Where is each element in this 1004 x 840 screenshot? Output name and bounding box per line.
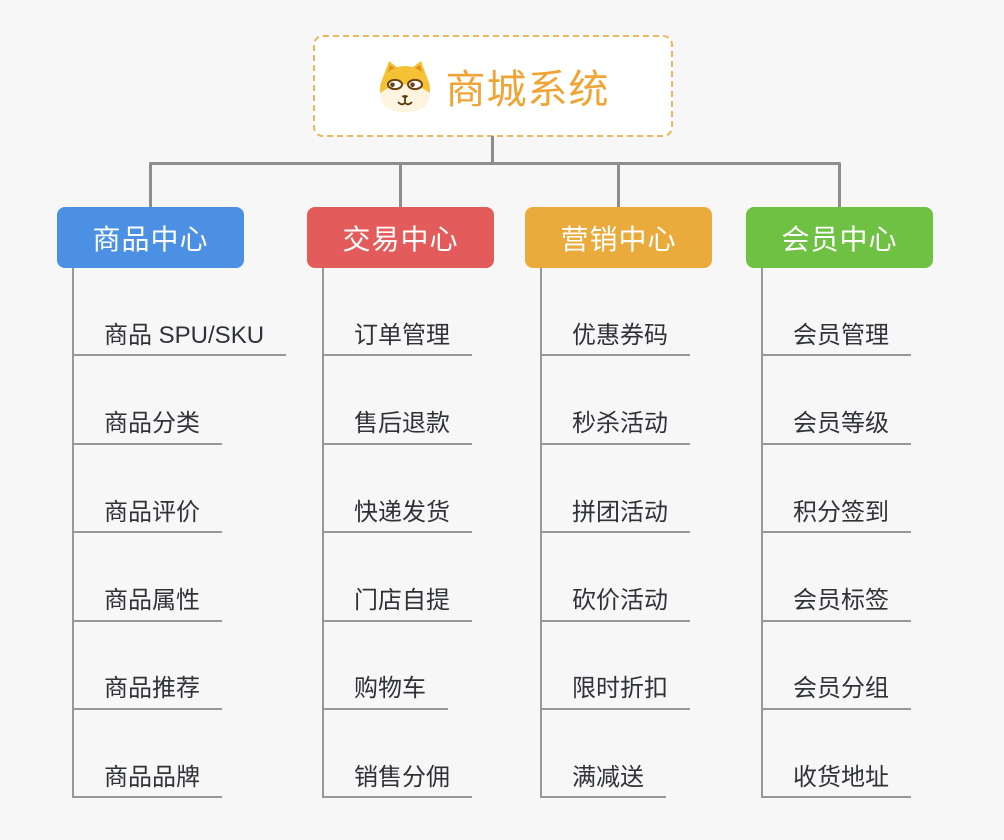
child-topic[interactable]: 优惠券码 xyxy=(542,322,690,357)
branch-children: 会员管理 会员等级 积分签到 会员标签 会员分组 收货地址 xyxy=(761,268,996,799)
branch-topic-product[interactable]: 商品中心 xyxy=(57,207,244,268)
child-topic-row: 快递发货 xyxy=(324,445,557,534)
child-topic-row: 订单管理 xyxy=(324,268,557,357)
child-topic-row: 拼团活动 xyxy=(542,445,775,534)
child-topic-row: 会员标签 xyxy=(763,533,996,622)
connector-drop-3 xyxy=(617,163,620,207)
child-topic[interactable]: 会员分组 xyxy=(763,675,911,710)
shiba-dog-icon xyxy=(377,58,433,114)
child-topic[interactable]: 会员管理 xyxy=(763,322,911,357)
branch-children: 优惠券码 秒杀活动 拼团活动 砍价活动 限时折扣 满减送 xyxy=(540,268,775,799)
child-topic-row: 砍价活动 xyxy=(542,533,775,622)
child-topic[interactable]: 售后退款 xyxy=(324,410,472,445)
child-topic-row: 收货地址 xyxy=(763,710,996,799)
connector-horizontal xyxy=(149,162,841,165)
child-topic-row: 门店自提 xyxy=(324,533,557,622)
connector-drop-1 xyxy=(149,163,152,207)
child-topic-row: 商品推荐 xyxy=(74,622,307,710)
child-topic-row: 会员等级 xyxy=(763,356,996,445)
child-topic[interactable]: 会员等级 xyxy=(763,410,911,445)
child-topic-row: 销售分佣 xyxy=(324,710,557,799)
child-topic[interactable]: 门店自提 xyxy=(324,587,472,622)
branch-column-trade: 交易中心 订单管理 售后退款 快递发货 门店自提 购物车 销售分佣 xyxy=(307,207,557,799)
connector-drop-4 xyxy=(838,163,841,207)
child-topic[interactable]: 商品分类 xyxy=(74,410,222,445)
child-topic[interactable]: 销售分佣 xyxy=(324,764,472,799)
child-topic-row: 满减送 xyxy=(542,710,775,799)
connector-root-stem xyxy=(491,136,494,163)
connector-drop-2 xyxy=(399,163,402,207)
child-topic[interactable]: 商品评价 xyxy=(74,499,222,534)
root-topic[interactable]: 商城系统 xyxy=(313,35,673,137)
child-topic-row: 积分签到 xyxy=(763,445,996,534)
child-topic-row: 购物车 xyxy=(324,622,557,710)
child-topic-row: 会员分组 xyxy=(763,622,996,710)
branch-column-product: 商品中心 商品 SPU/SKU 商品分类 商品评价 商品属性 商品推荐 商品品牌 xyxy=(57,207,307,799)
branch-topic-trade[interactable]: 交易中心 xyxy=(307,207,494,268)
child-topic[interactable]: 满减送 xyxy=(542,764,666,799)
branch-topic-member[interactable]: 会员中心 xyxy=(746,207,933,268)
child-topic-row: 优惠券码 xyxy=(542,268,775,357)
child-topic[interactable]: 会员标签 xyxy=(763,587,911,622)
branch-topic-marketing[interactable]: 营销中心 xyxy=(525,207,712,268)
child-topic-row: 商品 SPU/SKU xyxy=(74,268,307,357)
branch-children: 订单管理 售后退款 快递发货 门店自提 购物车 销售分佣 xyxy=(322,268,557,799)
child-topic[interactable]: 拼团活动 xyxy=(542,499,690,534)
child-topic[interactable]: 商品品牌 xyxy=(74,764,222,799)
child-topic-row: 商品属性 xyxy=(74,533,307,622)
child-topic-row: 商品评价 xyxy=(74,445,307,534)
child-topic[interactable]: 商品推荐 xyxy=(74,675,222,710)
child-topic-row: 商品品牌 xyxy=(74,710,307,799)
child-topic-row: 秒杀活动 xyxy=(542,356,775,445)
branch-column-marketing: 营销中心 优惠券码 秒杀活动 拼团活动 砍价活动 限时折扣 满减送 xyxy=(525,207,775,799)
child-topic[interactable]: 秒杀活动 xyxy=(542,410,690,445)
child-topic[interactable]: 商品 SPU/SKU xyxy=(74,322,287,357)
child-topic[interactable]: 收货地址 xyxy=(763,764,911,799)
child-topic[interactable]: 购物车 xyxy=(324,675,448,710)
child-topic[interactable]: 商品属性 xyxy=(74,587,222,622)
root-topic-title: 商城系统 xyxy=(445,68,610,112)
child-topic[interactable]: 积分签到 xyxy=(763,499,911,534)
child-topic-row: 会员管理 xyxy=(763,268,996,357)
branch-column-member: 会员中心 会员管理 会员等级 积分签到 会员标签 会员分组 收货地址 xyxy=(746,207,996,799)
child-topic[interactable]: 订单管理 xyxy=(324,322,472,357)
child-topic-row: 售后退款 xyxy=(324,356,557,445)
branch-children: 商品 SPU/SKU 商品分类 商品评价 商品属性 商品推荐 商品品牌 xyxy=(72,268,307,799)
child-topic-row: 限时折扣 xyxy=(542,622,775,710)
child-topic-row: 商品分类 xyxy=(74,356,307,445)
child-topic[interactable]: 砍价活动 xyxy=(542,587,690,622)
child-topic[interactable]: 快递发货 xyxy=(324,499,472,534)
child-topic[interactable]: 限时折扣 xyxy=(542,675,690,710)
